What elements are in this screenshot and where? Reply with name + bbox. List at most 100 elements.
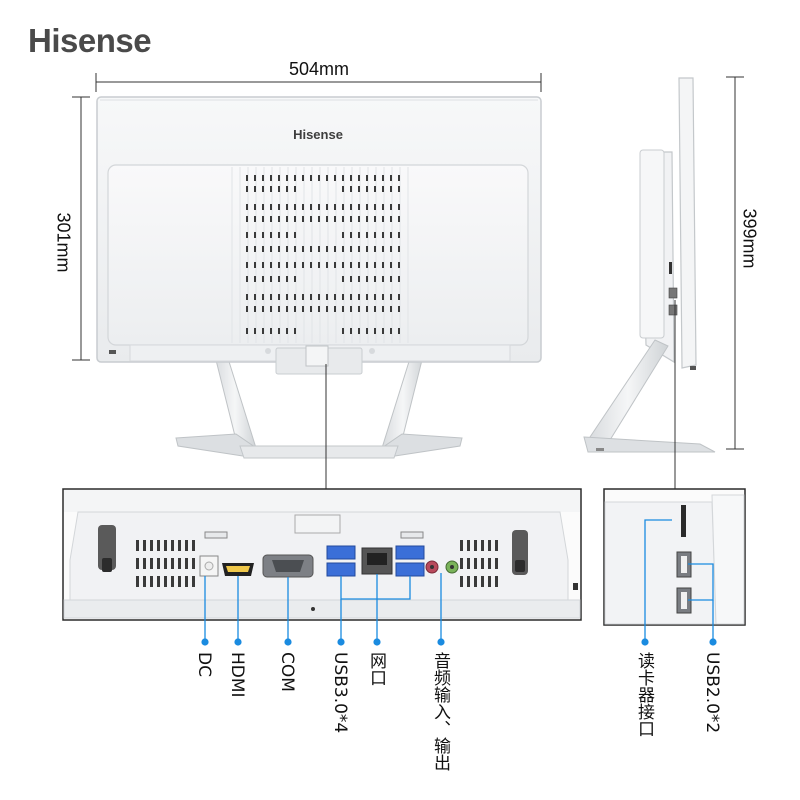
vent-slot	[294, 186, 296, 192]
vent-slot	[382, 204, 384, 210]
vent-slot	[294, 294, 296, 300]
callout-dots	[201, 638, 717, 646]
vent-slot	[294, 175, 296, 181]
monitor-side-view	[583, 77, 716, 453]
vent-slot	[246, 328, 248, 334]
vent-slot	[398, 175, 400, 181]
vent-slot	[390, 328, 392, 334]
vent-slot	[366, 204, 368, 210]
vent-slot	[143, 576, 146, 587]
vent-slot	[286, 276, 288, 282]
vent-slot	[390, 216, 392, 222]
usb3-label: USB3.0*4	[330, 652, 350, 734]
vent-slot	[318, 294, 320, 300]
card-reader-label: 读卡器接口	[634, 652, 654, 737]
vent-slot	[342, 276, 344, 282]
vent-slot	[270, 306, 272, 312]
vent-slot	[246, 216, 248, 222]
vent-slot	[366, 232, 368, 238]
vent-slot	[262, 294, 264, 300]
vent-slot	[171, 558, 174, 569]
vent-slot	[334, 204, 336, 210]
vent-slot	[150, 576, 153, 587]
vent-slot	[474, 576, 477, 587]
vent-slot	[382, 232, 384, 238]
vent-slot	[254, 232, 256, 238]
vent-slot	[342, 306, 344, 312]
vent-slot	[334, 262, 336, 268]
vent-slot	[350, 232, 352, 238]
vent-slot	[382, 262, 384, 268]
vent-slot	[318, 216, 320, 222]
vent-slot	[254, 204, 256, 210]
vent-slot	[318, 175, 320, 181]
vent-slot	[270, 216, 272, 222]
vent-slot	[326, 306, 328, 312]
vent-slot	[192, 576, 195, 587]
vent-slot	[488, 558, 491, 569]
brand-logo: Hisense	[28, 22, 152, 59]
vent-slot	[326, 204, 328, 210]
vent-slot	[302, 204, 304, 210]
vent-slot	[326, 175, 328, 181]
side-port-closeup	[603, 488, 746, 626]
vent-slot	[460, 576, 463, 587]
vent-slot	[350, 246, 352, 252]
vent-slot	[302, 216, 304, 222]
vent-slot	[286, 186, 288, 192]
vent-slot	[488, 540, 491, 551]
vent-slot	[374, 306, 376, 312]
vent-slot	[358, 246, 360, 252]
vent-slot	[318, 204, 320, 210]
vent-slot	[157, 540, 160, 551]
vent-slot	[398, 306, 400, 312]
vent-slot	[178, 576, 181, 587]
vent-slot	[366, 175, 368, 181]
vent-slot	[382, 186, 384, 192]
vent-slot	[374, 294, 376, 300]
vent-slot	[294, 232, 296, 238]
vent-slot	[342, 232, 344, 238]
vent-slot	[398, 232, 400, 238]
vent-slot	[398, 262, 400, 268]
vent-slot	[390, 294, 392, 300]
vent-slot	[262, 276, 264, 282]
vent-slot	[342, 262, 344, 268]
vent-slot	[310, 175, 312, 181]
vent-slot	[286, 306, 288, 312]
audio-label: 音频输入、输出	[430, 652, 450, 771]
vent-slot	[374, 204, 376, 210]
vent-slot	[366, 294, 368, 300]
vent-slot	[390, 262, 392, 268]
vent-slot	[270, 294, 272, 300]
vent-slot	[278, 186, 280, 192]
vent-slot	[342, 175, 344, 181]
vent-slot	[358, 328, 360, 334]
vent-slot	[254, 276, 256, 282]
vent-slot	[342, 186, 344, 192]
vent-slot	[262, 204, 264, 210]
vent-slot	[270, 262, 272, 268]
height-label: 301mm	[53, 212, 74, 273]
vent-slot	[270, 186, 272, 192]
vent-slot	[334, 175, 336, 181]
vent-slot	[192, 558, 195, 569]
vent-slot	[342, 294, 344, 300]
vent-slot	[318, 306, 320, 312]
callout-lines	[204, 519, 714, 642]
vent-slot	[136, 558, 139, 569]
vent-slot	[350, 186, 352, 192]
vent-slot	[382, 276, 384, 282]
vent-slot	[294, 204, 296, 210]
vent-slot	[374, 328, 376, 334]
vent-slot	[254, 246, 256, 252]
vent-slot	[302, 262, 304, 268]
vent-slot	[342, 246, 344, 252]
vent-slot	[350, 204, 352, 210]
vent-slot	[254, 294, 256, 300]
vent-slot	[278, 276, 280, 282]
vent-slot	[342, 204, 344, 210]
total-height-dimension	[726, 76, 744, 450]
vent-slot	[246, 262, 248, 268]
vent-slot	[390, 175, 392, 181]
